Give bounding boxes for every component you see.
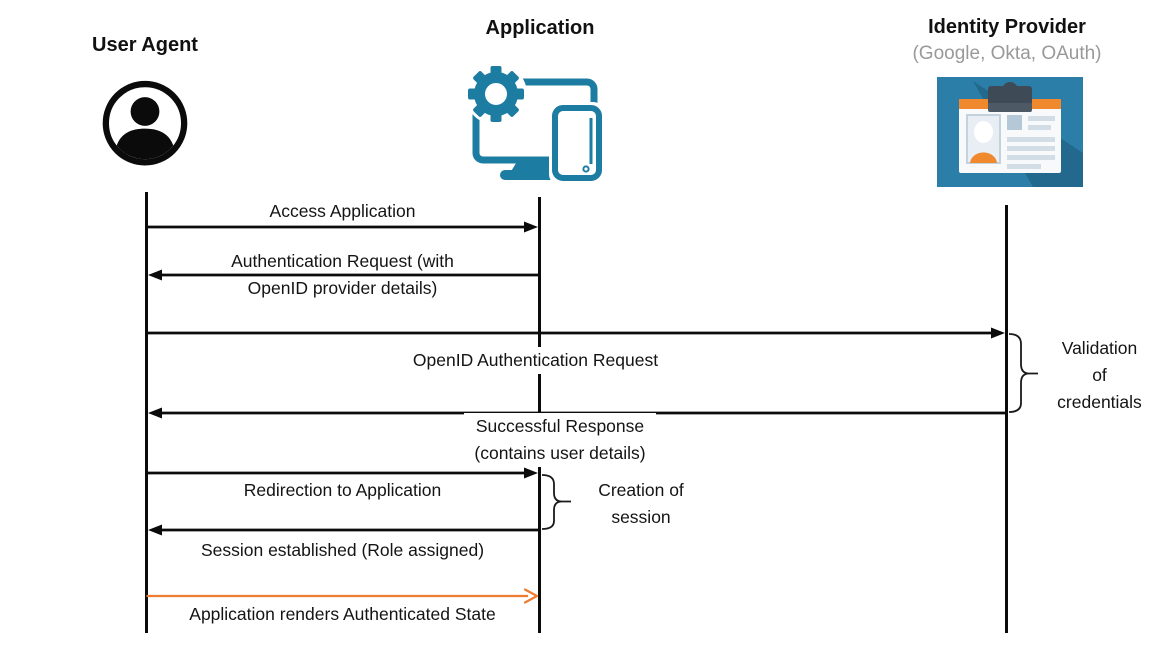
arrowhead-left-icon <box>148 524 162 536</box>
annotation-creation-of-session: Creation of session <box>598 480 684 527</box>
arrowhead-right-icon <box>524 467 538 479</box>
arrowhead-left-icon <box>148 269 162 281</box>
message-arrow-2 <box>148 269 540 281</box>
gear-icon <box>468 66 524 122</box>
tablet-icon <box>552 105 602 181</box>
message-arrow-1 <box>146 221 538 233</box>
arrowhead-right-icon <box>523 588 539 604</box>
user-icon <box>100 78 190 172</box>
message-arrow-7-highlight <box>146 588 539 604</box>
application-devices-icon <box>452 62 617 186</box>
actor-subtitle-identity-provider: (Google, Okta, OAuth) <box>912 43 1102 64</box>
message-label-1: Access Application <box>269 201 416 221</box>
message-label-7: Application renders Authenticated State <box>189 604 496 624</box>
message-label-4: Successful Response (contains user detai… <box>400 386 720 467</box>
message-arrow-6 <box>148 524 540 536</box>
message-label-text: Successful Response (contains user detai… <box>464 413 656 467</box>
arrowhead-right-icon <box>991 327 1005 339</box>
message-label-3: OpenID Authentication Request <box>150 320 921 374</box>
actor-title-user-agent: User Agent <box>92 34 198 56</box>
message-arrow-3 <box>146 327 1005 339</box>
message-label-2: Authentication Request (with OpenID prov… <box>231 251 454 298</box>
message-label-6: Session established (Role assigned) <box>200 540 485 560</box>
annotation-validation-of-credentials: Validation of credentials <box>1057 338 1142 412</box>
message-label-5: Redirection to Application <box>243 480 442 500</box>
id-card-icon <box>937 77 1083 187</box>
arrowhead-right-icon <box>524 221 538 233</box>
brace-creation-of-session <box>541 474 571 530</box>
brace-validation-of-credentials <box>1008 333 1038 413</box>
message-arrow-5 <box>146 467 538 479</box>
actor-title-application: Application <box>485 17 595 39</box>
message-label-text: OpenID Authentication Request <box>402 347 669 374</box>
actor-title-identity-provider: Identity Provider <box>928 16 1086 38</box>
arrowhead-left-icon <box>148 407 162 419</box>
